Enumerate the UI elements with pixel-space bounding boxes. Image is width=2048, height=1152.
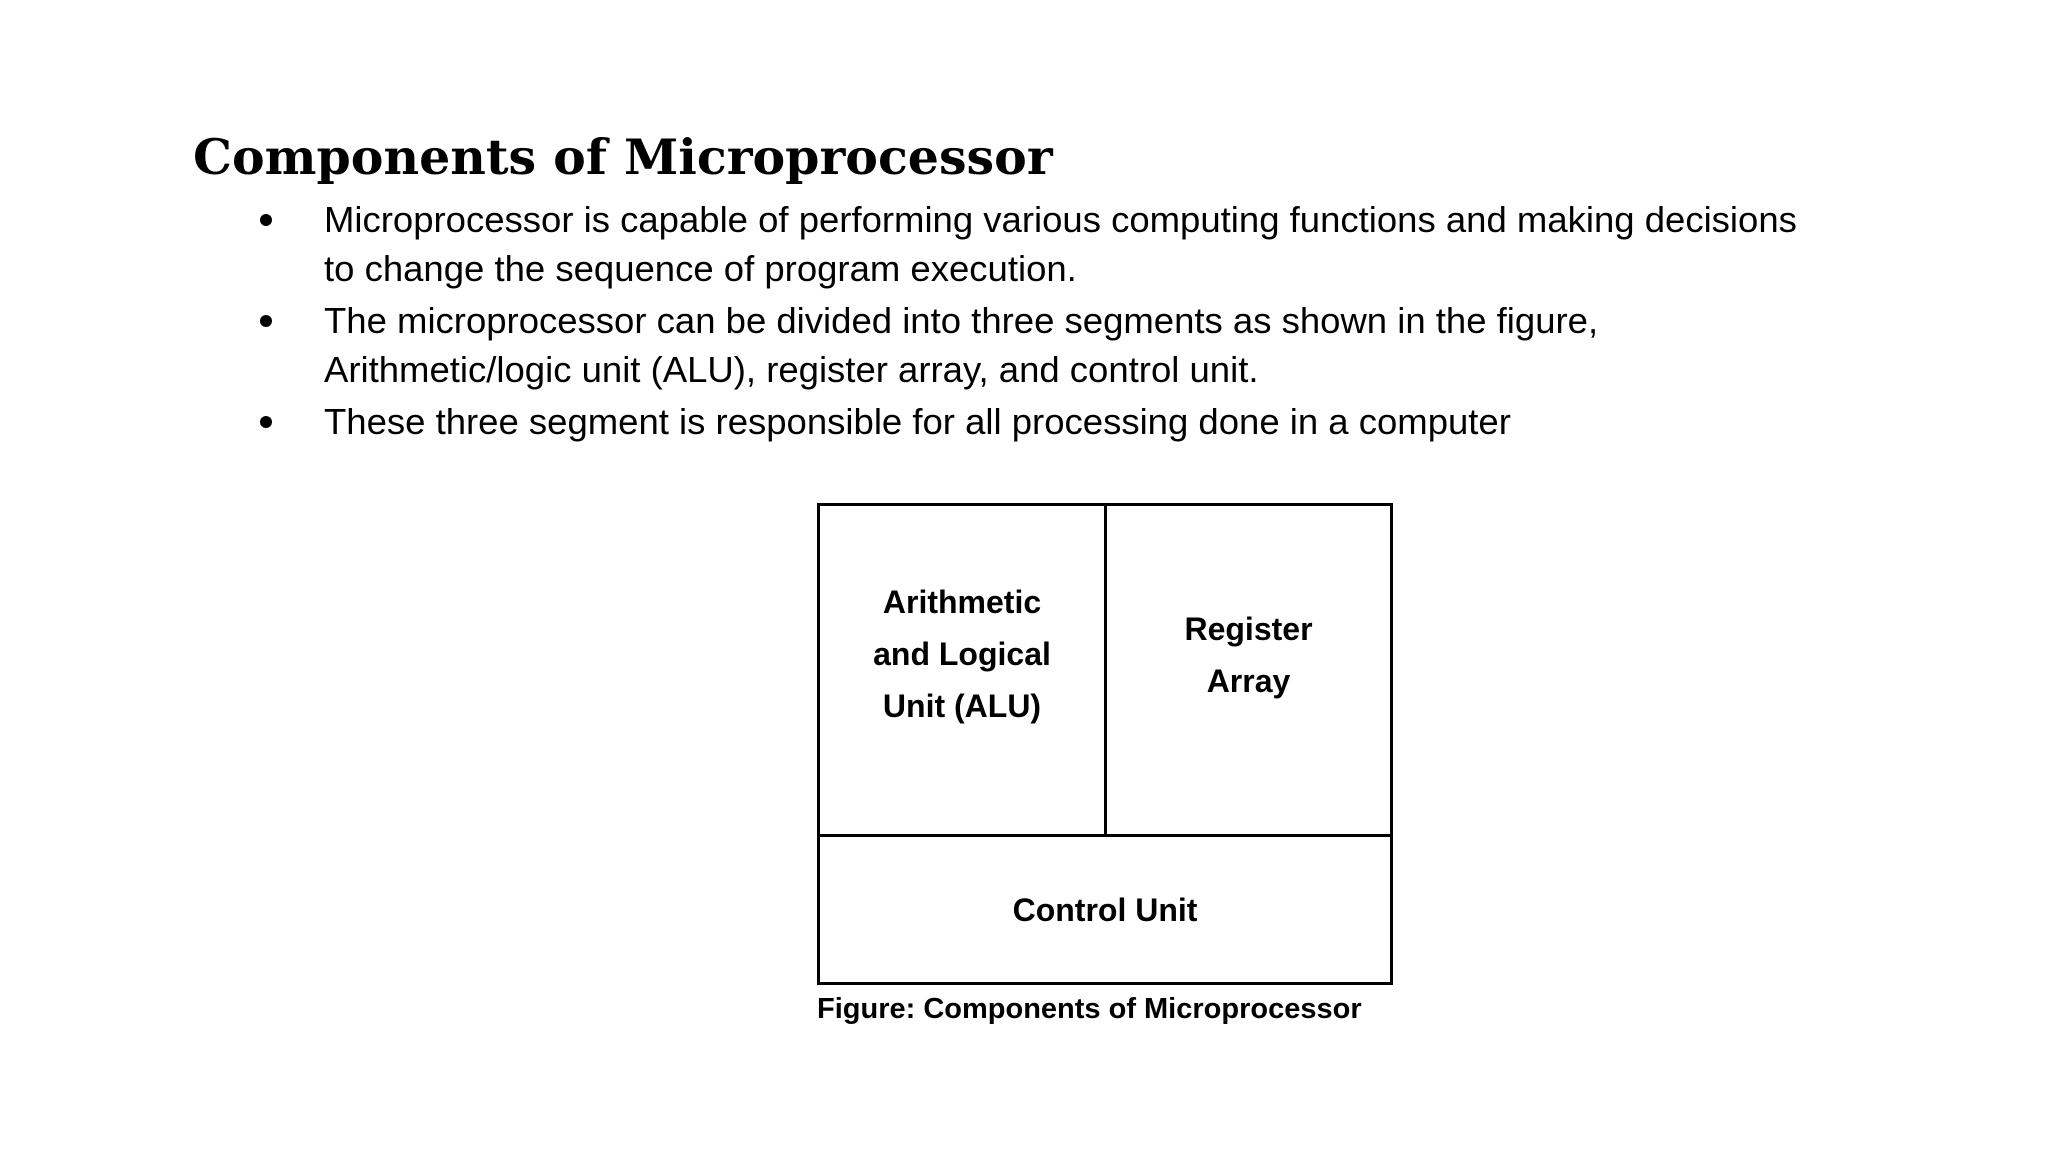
register-array-block: Register Array (1107, 506, 1390, 837)
bullet-dot-icon (260, 416, 272, 428)
bullet-dot-icon (260, 315, 272, 327)
alu-label: Arithmetic and Logical Unit (ALU) (873, 584, 1051, 724)
list-item-text: Microprocessor is capable of performing … (324, 199, 1797, 289)
microprocessor-diagram: Arithmetic and Logical Unit (ALU) Regist… (817, 503, 1393, 985)
register-array-label: Register Array (1184, 611, 1313, 699)
control-unit-label: Control Unit (1012, 891, 1198, 928)
bullet-list: Microprocessor is capable of performing … (256, 195, 1816, 449)
list-item-text: The microprocessor can be divided into t… (324, 300, 1599, 390)
list-item: The microprocessor can be divided into t… (256, 296, 1816, 394)
bullet-dot-icon (260, 214, 272, 226)
control-unit-block: Control Unit (820, 837, 1390, 982)
list-item: These three segment is responsible for a… (256, 397, 1816, 446)
alu-block: Arithmetic and Logical Unit (ALU) (820, 506, 1107, 837)
figure-caption: Figure: Components of Microprocessor (817, 993, 1362, 1025)
list-item: Microprocessor is capable of performing … (256, 195, 1816, 293)
page-title: Components of Microprocessor (193, 128, 1053, 186)
list-item-text: These three segment is responsible for a… (324, 401, 1511, 442)
